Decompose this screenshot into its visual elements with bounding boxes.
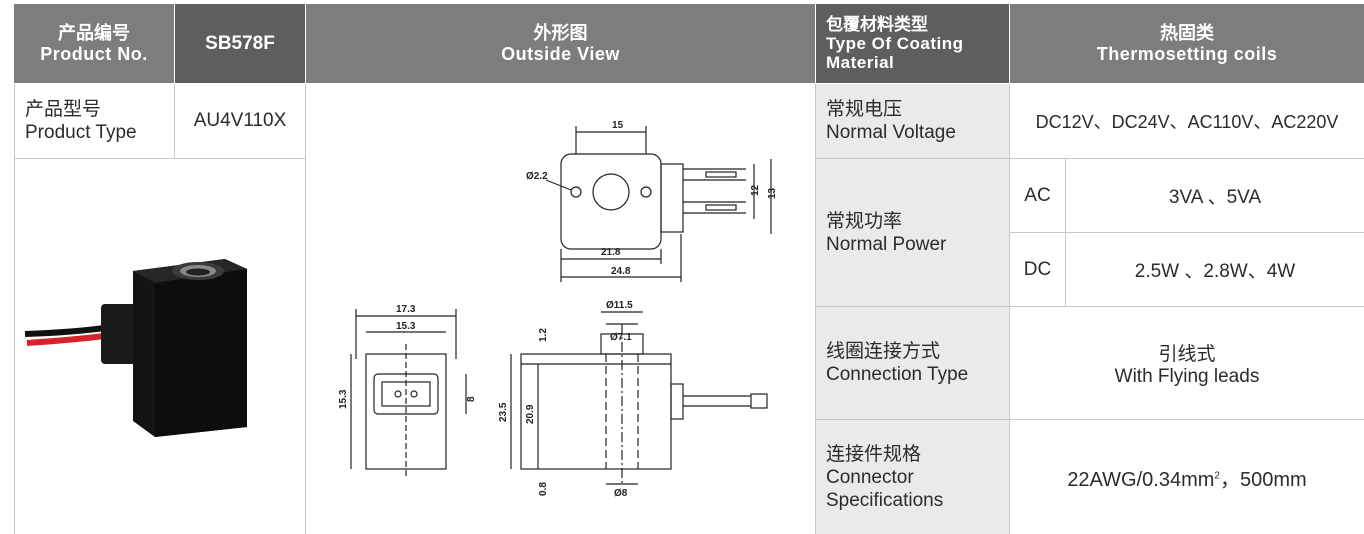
voltage-value: DC12V、DC24V、AC110V、AC220V	[1035, 112, 1339, 132]
coating-value-en: Thermosetting coils	[1096, 43, 1278, 64]
dim-front-height: 23.5	[498, 402, 509, 422]
dim-inner-width: 21.8	[601, 247, 621, 258]
dim-hole: Ø2.2	[526, 171, 548, 182]
product-type-label-cn: 产品型号	[25, 99, 102, 120]
power-ac-value: 3VA 、5VA	[1168, 187, 1262, 208]
power-label-cn: 常规功率	[826, 210, 903, 232]
connector-label: 连接件规格 Connector Specifications	[816, 420, 1010, 534]
header-product-no-en: Product No.	[40, 43, 148, 64]
connector-value-sup: 2	[1214, 469, 1220, 481]
outside-view-drawing: 15 Ø2.2 21.8 24.8 12 13 17.3 15.3 15.3 8	[306, 84, 816, 534]
power-ac-label-cell: AC	[1010, 159, 1066, 233]
header-outside-view-cn: 外形图	[533, 22, 588, 43]
connector-value-main: 22AWG/0.34mm	[1067, 468, 1215, 491]
header-product-no-cn: 产品编号	[58, 22, 130, 43]
dim-side-height: 15.3	[338, 389, 349, 409]
connection-label-en: Connection Type	[826, 364, 969, 385]
dim-h12: 12	[750, 184, 761, 196]
product-type-value-cell: AU4V110X	[175, 84, 306, 159]
dim-front-height2: 20.9	[525, 404, 536, 424]
power-ac-value-cell: 3VA 、5VA	[1066, 159, 1364, 233]
header-product-no-value: SB578F	[175, 4, 306, 84]
connector-label-en-2: Specifications	[826, 489, 944, 511]
dim-side-slot: 8	[466, 396, 477, 402]
connection-value-cell: 引线式 With Flying leads	[1010, 307, 1364, 420]
product-type-label: 产品型号 Product Type	[14, 84, 175, 159]
voltage-value-cell: DC12V、DC24V、AC110V、AC220V	[1010, 84, 1364, 159]
connection-value-en: With Flying leads	[1114, 365, 1260, 387]
header-coating-en-1: Type Of Coating	[826, 34, 964, 53]
header-coating-en-2: Material	[826, 53, 895, 72]
header-coating: 包覆材料类型 Type Of Coating Material	[816, 4, 1010, 84]
connection-label: 线圈连接方式 Connection Type	[816, 307, 1010, 420]
power-dc-value-cell: 2.5W 、2.8W、4W	[1066, 233, 1364, 307]
connection-value-cn: 引线式	[1158, 343, 1216, 365]
spec-table: 产品编号 Product No. SB578F 外形图 Outside View…	[14, 4, 1364, 534]
power-ac-label: AC	[1024, 184, 1051, 206]
voltage-label: 常规电压 Normal Voltage	[816, 84, 1010, 159]
product-no-value: SB578F	[205, 33, 275, 54]
header-outside-view: 外形图 Outside View	[306, 4, 816, 84]
coil-photo-image	[24, 259, 247, 437]
dim-front-bottom: 0.8	[538, 482, 549, 496]
dim-h13: 13	[767, 187, 778, 199]
coating-value-cn: 热固类	[1160, 22, 1214, 43]
product-type-label-en: Product Type	[25, 122, 137, 143]
connector-value-cell: 22AWG/0.34mm2，500mm	[1010, 420, 1364, 534]
dim-front-top: 1.2	[538, 328, 549, 342]
dim-side-outer: 17.3	[396, 304, 416, 315]
dim-front-d3: Ø8	[614, 488, 628, 499]
header-coating-cn: 包覆材料类型	[826, 15, 928, 34]
connector-value-tail: ，500mm	[1219, 468, 1307, 491]
header-product-no: 产品编号 Product No.	[14, 4, 175, 84]
product-type-value: AU4V110X	[193, 110, 287, 131]
voltage-label-en: Normal Voltage	[826, 122, 956, 143]
connector-label-en-1: Connector	[826, 466, 914, 488]
power-dc-label: DC	[1023, 258, 1052, 280]
connector-value: 22AWG/0.34mm2，500mm	[1067, 463, 1306, 492]
dim-front-d1: Ø11.5	[606, 300, 633, 311]
technical-drawing: 15 Ø2.2 21.8 24.8 12 13 17.3 15.3 15.3 8	[338, 120, 778, 499]
product-photo	[14, 159, 306, 534]
dim-top-width: 15	[612, 120, 624, 131]
header-outside-view-en: Outside View	[501, 43, 620, 64]
power-dc-label-cell: DC	[1010, 233, 1066, 307]
voltage-label-cn: 常规电压	[826, 99, 903, 120]
header-coating-value: 热固类 Thermosetting coils	[1010, 4, 1364, 84]
dim-side-inner: 15.3	[396, 321, 416, 332]
power-label: 常规功率 Normal Power	[816, 159, 1010, 307]
dim-outer-width: 24.8	[611, 266, 631, 277]
power-dc-value: 2.5W 、2.8W、4W	[1134, 261, 1296, 282]
connector-label-cn: 连接件规格	[826, 443, 922, 465]
connection-label-cn: 线圈连接方式	[826, 341, 941, 362]
dim-front-d2: Ø7.1	[610, 332, 632, 343]
power-label-en: Normal Power	[826, 233, 947, 255]
